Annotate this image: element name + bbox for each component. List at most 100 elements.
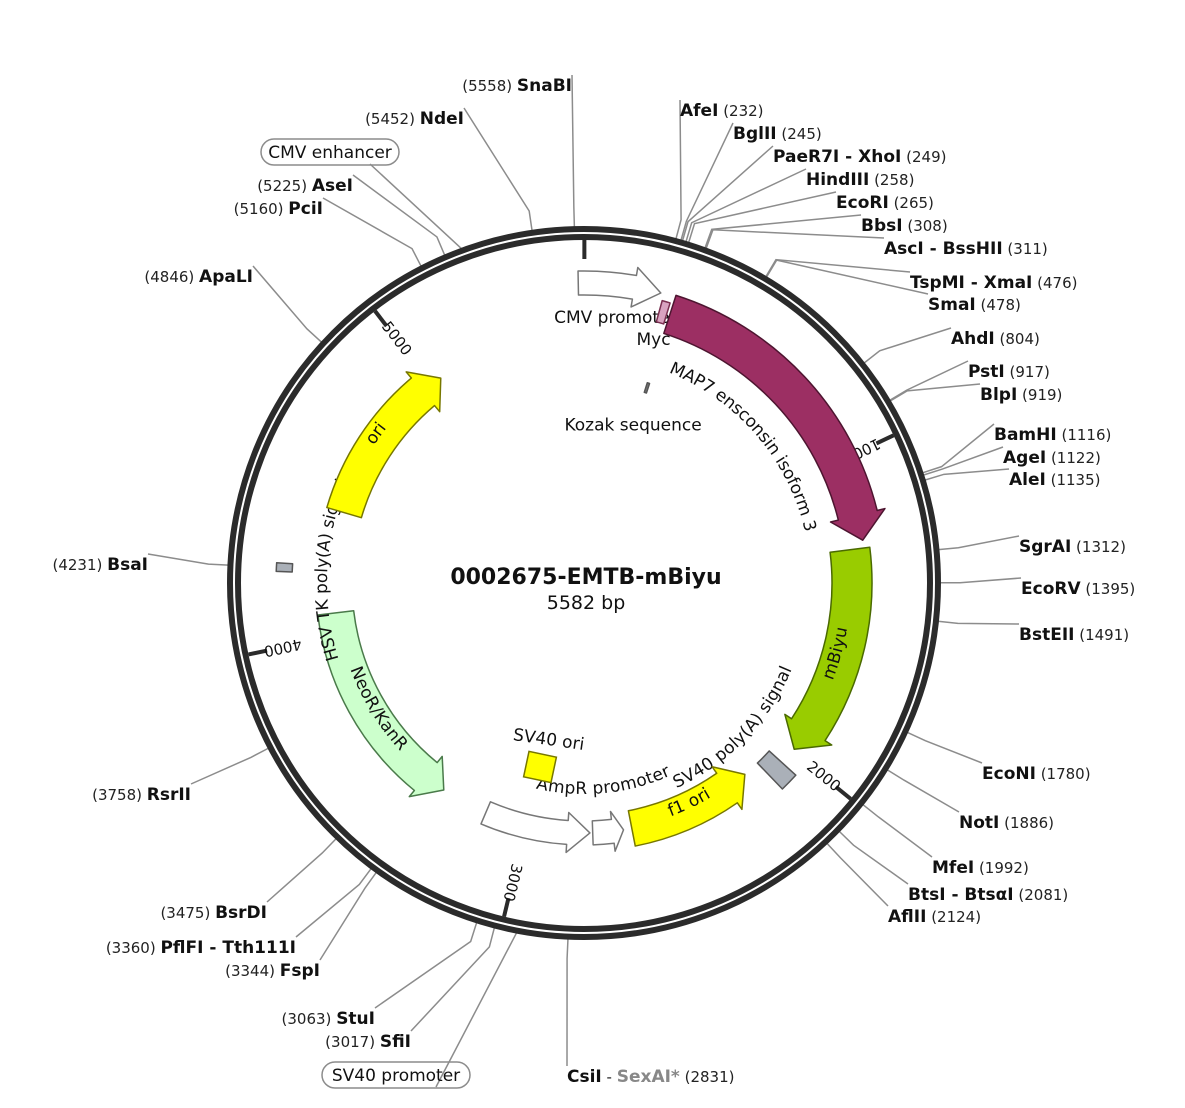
feature-label-ampr-promoter: AmpR promoter bbox=[535, 762, 673, 800]
site-smai: SmaI (478) bbox=[928, 295, 1021, 315]
site-leader-ecorv bbox=[939, 577, 1022, 584]
tick-mark bbox=[834, 785, 852, 801]
site-hindiii: HindIII (258) bbox=[806, 170, 914, 190]
site-leader-rsrii bbox=[190, 747, 269, 785]
restriction-site-labels: (5558) SnaBI (5452) NdeI (5225) AseI (5160)… bbox=[52, 76, 1135, 1089]
plasmid-name: 0002675-EMTB-mBiyu bbox=[450, 565, 721, 590]
site-bsteii: BstEII (1491) bbox=[1019, 625, 1129, 645]
site-alei: AleI (1135) bbox=[1009, 470, 1101, 490]
site-leader-aflii bbox=[826, 842, 889, 907]
site-asci-bsshii: AscI - BssHII (311) bbox=[884, 239, 1048, 259]
feature-map7 bbox=[663, 294, 886, 541]
site-leader-bbsi bbox=[704, 214, 862, 249]
site-leader-agei bbox=[923, 446, 1004, 476]
feature-f1-ori bbox=[627, 765, 746, 847]
leader-cmv-enhancer bbox=[369, 163, 463, 250]
site-leader-bsrdi bbox=[266, 838, 337, 903]
site-leader-mfei bbox=[862, 803, 933, 858]
site-leader-afei bbox=[675, 99, 682, 240]
site-aflii: AflII (2124) bbox=[888, 907, 981, 927]
tick-mark bbox=[502, 897, 511, 918]
tick-label: 4000 bbox=[262, 635, 303, 661]
site-leader-alei bbox=[924, 468, 1010, 481]
site-leader-pcii bbox=[322, 197, 422, 267]
site-econi: EcoNI (1780) bbox=[982, 764, 1091, 784]
site-ecori: EcoRI (265) bbox=[836, 193, 934, 213]
feature-ampr-promoter-2 bbox=[480, 801, 591, 854]
site-mfei: MfeI (1992) bbox=[932, 858, 1029, 878]
feature-neor-kanr bbox=[317, 610, 445, 798]
site-leader-blpi bbox=[889, 383, 981, 402]
site-bsai: (4231) BsaI bbox=[52, 555, 148, 575]
site-apali: (4846) ApaLI bbox=[144, 267, 253, 287]
backbone-inner-ring bbox=[235, 234, 933, 932]
site-tspmi-xmai: TspMI - XmaI (476) bbox=[910, 273, 1078, 293]
site-csii: CsiI - SexAI* (2831) bbox=[567, 1067, 734, 1087]
site-leader-econi bbox=[906, 731, 983, 764]
site-leader-smai bbox=[765, 259, 929, 295]
site-pflfi-tth111i: (3360) PflFI - Tth111I bbox=[106, 938, 296, 958]
site-leader-bglii bbox=[680, 122, 734, 241]
site-leader-paer7i-xhoi bbox=[681, 145, 774, 242]
site-afei: AfeI (232) bbox=[680, 101, 764, 121]
label-cmv-enhancer: CMV enhancer bbox=[268, 143, 392, 163]
site-pcii: (5160) PciI bbox=[234, 199, 323, 219]
site-ndei: (5452) NdeI bbox=[365, 109, 464, 129]
feature-mbiyu bbox=[784, 546, 873, 750]
site-leader-sfii bbox=[410, 927, 496, 1032]
site-agei: AgeI (1122) bbox=[1003, 448, 1101, 468]
feature-label-sv40-ori: SV40 ori bbox=[512, 725, 586, 755]
site-leader-hindiii bbox=[685, 168, 807, 243]
map-center-title: 0002675-EMTB-mBiyu 5582 bp bbox=[450, 565, 721, 614]
tick-label: 3000 bbox=[499, 862, 525, 903]
site-ecorv: EcoRV (1395) bbox=[1021, 579, 1135, 599]
feature-ori bbox=[326, 371, 442, 519]
feature-hsv-tk-polya bbox=[275, 561, 294, 573]
site-bamhi: BamHI (1116) bbox=[994, 425, 1111, 445]
box-sv40-promoter bbox=[321, 1061, 471, 1089]
feature-sv40-ori bbox=[522, 750, 558, 784]
site-leader-psti bbox=[889, 360, 969, 402]
site-leader-sgrai bbox=[938, 535, 1020, 551]
site-snabi: (5558) SnaBI bbox=[462, 76, 572, 96]
site-leader-snabi bbox=[571, 74, 576, 228]
site-leader-fspi bbox=[319, 871, 378, 961]
site-leader-bsai bbox=[147, 553, 229, 566]
tick-mark bbox=[248, 648, 268, 657]
tick-label: 5000 bbox=[378, 318, 416, 359]
site-asei: (5225) AseI bbox=[257, 176, 353, 196]
feature-label-myc: Myc bbox=[637, 330, 671, 350]
site-sfii: (3017) SfiI bbox=[325, 1032, 411, 1052]
feature-sv40-polya bbox=[756, 750, 797, 790]
site-leader-ecori bbox=[687, 191, 837, 243]
site-btsi-bts-i: BtsI - BtsαI (2081) bbox=[908, 885, 1068, 905]
leader-sv40-promoter bbox=[435, 932, 518, 1088]
feature-kozak bbox=[643, 382, 651, 394]
site-blpi: BlpI (919) bbox=[980, 385, 1062, 405]
site-leader-stui bbox=[374, 922, 478, 1009]
site-leader-bsteii bbox=[937, 620, 1020, 625]
site-stui: (3063) StuI bbox=[282, 1009, 375, 1029]
plasmid-length: 5582 bp bbox=[547, 592, 626, 614]
site-leader-apali bbox=[252, 265, 323, 343]
plasmid-backbone bbox=[227, 226, 941, 940]
site-leader-asei bbox=[352, 174, 446, 256]
site-leader-btsi-bts-i bbox=[838, 830, 909, 885]
site-leader-tspmi-xmai bbox=[765, 258, 911, 278]
label-sv40-promoter: SV40 promoter bbox=[332, 1066, 460, 1086]
site-bsrdi: (3475) BsrDI bbox=[160, 903, 267, 923]
site-ahdi: AhdI (804) bbox=[951, 329, 1040, 349]
tick-mark bbox=[875, 433, 895, 446]
site-leader-ndei bbox=[463, 107, 533, 231]
site-leader-noti bbox=[886, 769, 960, 813]
backbone-outer-ring bbox=[227, 226, 941, 940]
site-leader-asci-bsshii bbox=[705, 229, 885, 249]
feature-cmv-promoter bbox=[577, 266, 662, 308]
site-psti: PstI (917) bbox=[968, 362, 1050, 382]
feature-label-cmv-promoter: CMV promoter bbox=[554, 308, 676, 328]
site-bbsi: BbsI (308) bbox=[861, 216, 948, 236]
site-leader-bamhi bbox=[922, 423, 995, 474]
site-paer7i-xhoi: PaeR7I - XhoI (249) bbox=[773, 147, 946, 167]
